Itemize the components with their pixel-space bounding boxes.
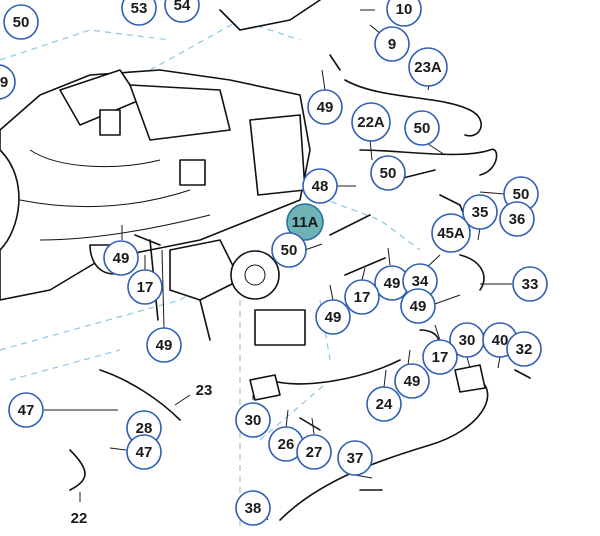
svg-text:48: 48 — [312, 178, 329, 195]
svg-text:49: 49 — [317, 99, 334, 116]
callout-47-b[interactable]: 47 — [126, 434, 162, 470]
hoses — [69, 0, 531, 521]
svg-text:11A: 11A — [292, 214, 319, 231]
svg-text:23: 23 — [196, 382, 213, 399]
callout-23a[interactable]: 23A — [408, 47, 448, 87]
callout-50-b[interactable]: 50 — [404, 110, 440, 146]
callout-45a[interactable]: 45A — [431, 213, 471, 253]
callout-53[interactable]: 53 — [121, 0, 157, 26]
callout-17-c[interactable]: 17 — [422, 339, 458, 375]
callout-40[interactable]: 40 — [482, 322, 518, 358]
svg-text:30: 30 — [245, 412, 262, 429]
svg-text:47: 47 — [136, 444, 153, 461]
callout-54[interactable]: 54 — [164, 0, 200, 23]
svg-text:33: 33 — [522, 276, 539, 293]
callout-49-e[interactable]: 49 — [315, 299, 351, 335]
callout-11a[interactable]: 11A — [286, 203, 324, 241]
svg-text:35: 35 — [472, 204, 489, 221]
svg-text:49: 49 — [156, 337, 173, 354]
svg-text:26: 26 — [278, 436, 295, 453]
svg-text:49: 49 — [410, 298, 427, 315]
callout-27[interactable]: 27 — [296, 434, 332, 470]
callout-36[interactable]: 36 — [499, 201, 535, 237]
svg-text:30: 30 — [459, 332, 476, 349]
callout-17-b[interactable]: 17 — [344, 279, 380, 315]
svg-text:28: 28 — [136, 420, 153, 437]
svg-text:49: 49 — [325, 309, 342, 326]
svg-text:45A: 45A — [437, 225, 465, 242]
callout-49-a[interactable]: 49 — [307, 89, 343, 125]
svg-text:17: 17 — [432, 349, 449, 366]
callout-49-b[interactable]: 49 — [103, 240, 139, 276]
svg-text:54: 54 — [174, 0, 191, 14]
callout-49-c[interactable]: 49 — [374, 265, 410, 301]
callout-48[interactable]: 48 — [302, 168, 338, 204]
label-23: 23 — [196, 382, 213, 399]
label-22: 22 — [71, 510, 88, 527]
callout-30-b[interactable]: 30 — [235, 402, 271, 438]
svg-text:38: 38 — [245, 500, 262, 517]
svg-text:36: 36 — [509, 211, 526, 228]
svg-text:23A: 23A — [414, 59, 442, 76]
callout-10[interactable]: 10 — [386, 0, 422, 27]
callout-22a[interactable]: 22A — [351, 102, 391, 142]
callout-9[interactable]: 9 — [374, 26, 410, 62]
callout-49-d[interactable]: 49 — [400, 288, 436, 324]
callouts: 53 54 50 10 9 23A 49 22A 50 48 50 50 35 … — [0, 0, 548, 527]
svg-text:17: 17 — [354, 289, 371, 306]
svg-text:9: 9 — [388, 36, 396, 53]
svg-text:50: 50 — [414, 120, 431, 137]
svg-text:22: 22 — [71, 510, 88, 527]
svg-text:50: 50 — [380, 165, 397, 182]
callout-49-f[interactable]: 49 — [146, 327, 182, 363]
callout-24[interactable]: 24 — [366, 386, 402, 422]
callout-17-a[interactable]: 17 — [127, 269, 163, 305]
callout-49-g[interactable]: 49 — [394, 363, 430, 399]
svg-text:50: 50 — [13, 14, 30, 31]
svg-text:53: 53 — [131, 0, 148, 17]
callout-26[interactable]: 26 — [268, 426, 304, 462]
svg-text:50: 50 — [513, 186, 530, 203]
svg-text:49: 49 — [113, 250, 130, 267]
svg-text:17: 17 — [137, 279, 154, 296]
svg-text:47: 47 — [18, 402, 35, 419]
svg-text:32: 32 — [516, 341, 533, 358]
callout-32[interactable]: 32 — [506, 331, 542, 367]
callout-38[interactable]: 38 — [235, 490, 271, 526]
callout-33[interactable]: 33 — [512, 266, 548, 302]
svg-text:40: 40 — [492, 332, 509, 349]
svg-text:34: 34 — [412, 273, 429, 290]
svg-text:24: 24 — [376, 396, 393, 413]
callout-50-top[interactable]: 50 — [3, 4, 39, 40]
svg-text:27: 27 — [306, 444, 323, 461]
callout-35[interactable]: 35 — [462, 194, 498, 230]
callout-50-c[interactable]: 50 — [370, 155, 406, 191]
callout-47-a[interactable]: 47 — [8, 392, 44, 428]
svg-text:49: 49 — [404, 373, 421, 390]
engine-block — [0, 69, 311, 301]
svg-text:50: 50 — [281, 242, 298, 259]
svg-text:9: 9 — [0, 74, 8, 91]
svg-text:22A: 22A — [357, 114, 385, 131]
callout-9-left[interactable]: 9 — [0, 64, 16, 100]
callout-37[interactable]: 37 — [337, 440, 373, 476]
callout-50-e[interactable]: 50 — [271, 232, 307, 268]
svg-text:49: 49 — [384, 275, 401, 292]
svg-text:10: 10 — [396, 1, 413, 18]
svg-text:37: 37 — [347, 450, 364, 467]
